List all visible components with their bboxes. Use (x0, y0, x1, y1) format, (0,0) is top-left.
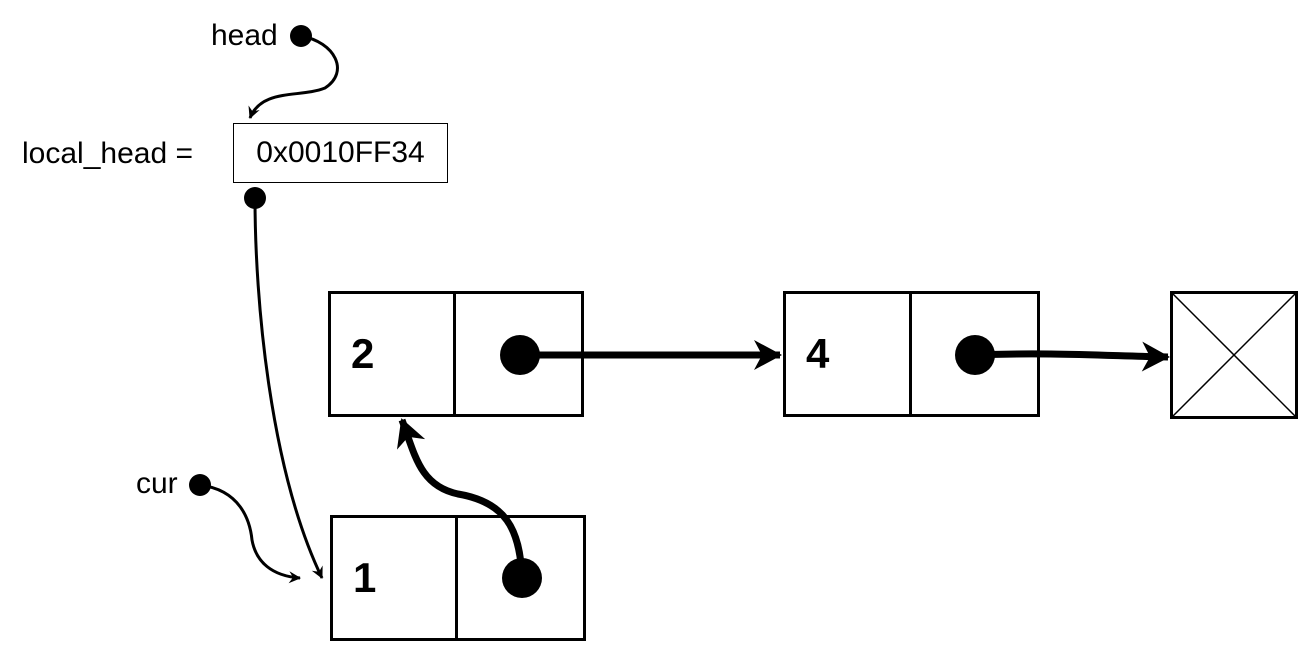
head-pointer-arrow (248, 34, 339, 119)
cur-pointer-arrow (199, 483, 301, 584)
null-cross-line-2 (1171, 292, 1297, 418)
local-head-value-box: 0x0010FF34 (233, 123, 448, 183)
node-4-value: 4 (806, 330, 830, 377)
local-head-value: 0x0010FF34 (256, 136, 425, 169)
local-head-label: local_head = (22, 137, 193, 170)
local-head-pointer-arrow (253, 197, 324, 579)
node-2-value: 2 (351, 330, 375, 377)
node-1: 1 (330, 515, 586, 641)
null-terminator-box (1170, 291, 1298, 419)
node-4-next-arrow (974, 341, 1170, 372)
node-1-value: 1 (353, 554, 377, 601)
head-label: head (211, 19, 278, 52)
node-1-data-cell: 1 (333, 518, 458, 638)
cur-label: cur (136, 467, 178, 500)
node-4-data-cell: 4 (786, 294, 912, 414)
node-2-data-cell: 2 (331, 294, 456, 414)
node-1-next-arrow (396, 418, 526, 579)
